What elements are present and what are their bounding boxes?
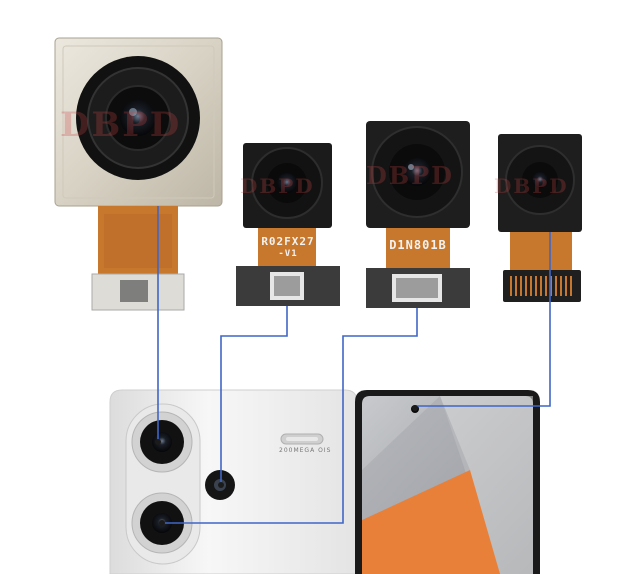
connector-lines — [157, 206, 551, 524]
connector-dots — [155, 405, 418, 526]
phone-front — [355, 390, 540, 574]
front-camera-module — [498, 134, 582, 302]
watermark: DBPD — [494, 174, 569, 198]
phone-back — [109, 389, 358, 574]
wide-module-sublabel: -V1 — [278, 249, 298, 259]
sensor-camera-module — [366, 121, 470, 308]
watermark: DBPD — [366, 161, 454, 190]
watermark: DBPD — [240, 174, 315, 198]
watermark: DBPD — [60, 105, 182, 145]
main-module-label: D1N801B — [389, 238, 447, 252]
wide-module-label: R02FX27 — [261, 235, 315, 248]
ultrawide-camera-module — [236, 143, 340, 306]
main-camera-module — [54, 37, 223, 311]
phone-back-text: 200MEGA OIS — [279, 447, 332, 454]
